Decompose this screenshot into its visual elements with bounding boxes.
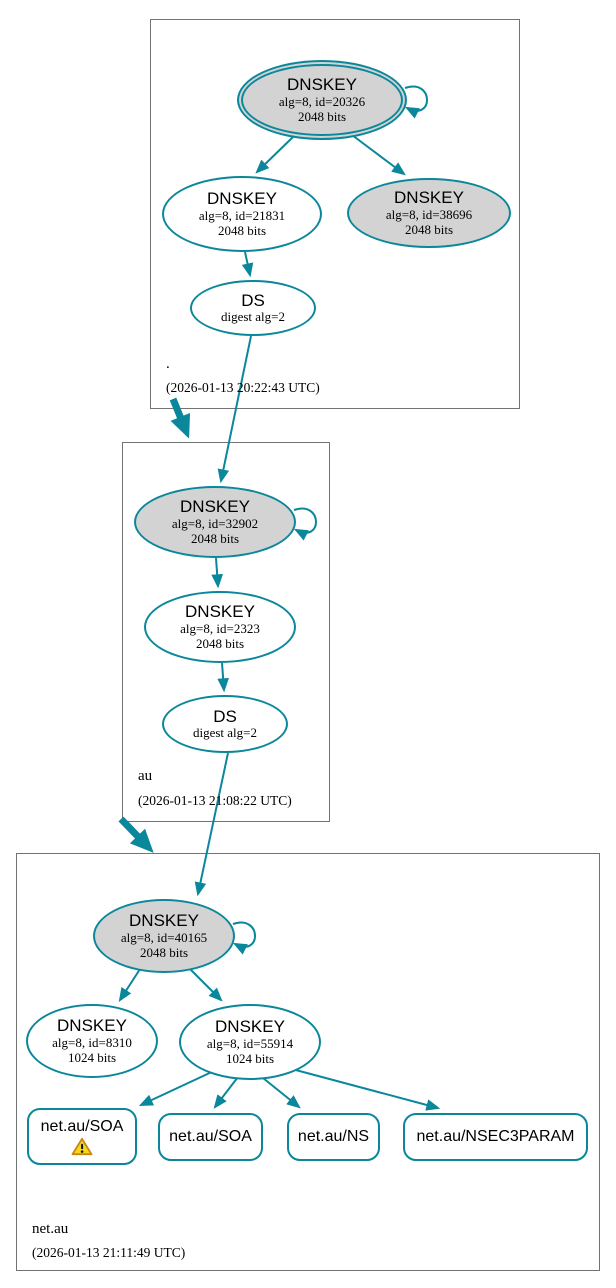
- dnskey-20326-node[interactable]: DNSKEY alg=8, id=20326 2048 bits: [237, 60, 407, 140]
- rrset-label: net.au/SOA: [169, 1128, 252, 1145]
- node-detail: 2048 bits: [139, 944, 189, 960]
- zone-timestamp-au: (2026-01-13 21:08:22 UTC): [138, 793, 292, 808]
- zone-timestamp-root: (2026-01-13 20:22:43 UTC): [166, 380, 320, 395]
- node-title: DNSKEY: [215, 1017, 285, 1037]
- node-title: DNSKEY: [180, 497, 250, 517]
- dnskey-8310-node[interactable]: DNSKEY alg=8, id=8310 1024 bits: [26, 1004, 158, 1078]
- node-title: DNSKEY: [207, 189, 277, 209]
- node-title: DNSKEY: [129, 911, 199, 931]
- node-detail: alg=8, id=8310: [52, 1034, 132, 1050]
- rrset-label: net.au/SOA: [40, 1117, 124, 1135]
- dnskey-55914-node[interactable]: DNSKEY alg=8, id=55914 1024 bits: [179, 1004, 321, 1080]
- node-title: DNSKEY: [57, 1016, 127, 1036]
- rrset-label: net.au/NSEC3PARAM: [416, 1128, 575, 1145]
- zone-label-netau: net.au: [32, 1221, 69, 1237]
- node-detail: alg=8, id=20326: [278, 93, 366, 109]
- node-title: DNSKEY: [394, 188, 464, 208]
- node-detail: 2048 bits: [195, 635, 245, 651]
- dnskey-32902-node[interactable]: DNSKEY alg=8, id=32902 2048 bits: [134, 486, 296, 558]
- node-detail: digest alg=2: [220, 309, 286, 325]
- delegation-arrow-au-to-netau: [118, 816, 154, 853]
- rrset-netau-nsec3param[interactable]: net.au/NSEC3PARAM: [403, 1113, 588, 1161]
- node-detail: 2048 bits: [297, 108, 347, 124]
- warning-icon: [71, 1137, 93, 1155]
- node-detail: 1024 bits: [225, 1050, 275, 1066]
- zone-cluster-root: [150, 19, 520, 409]
- node-detail: 2048 bits: [217, 222, 267, 238]
- dnskey-2323-node[interactable]: DNSKEY alg=8, id=2323 2048 bits: [144, 591, 296, 663]
- node-detail: 1024 bits: [67, 1049, 117, 1065]
- node-detail: alg=8, id=2323: [180, 620, 260, 636]
- dnskey-21831-node[interactable]: DNSKEY alg=8, id=21831 2048 bits: [162, 176, 322, 252]
- node-detail: alg=8, id=38696: [385, 206, 473, 222]
- node-title: DNSKEY: [287, 75, 357, 95]
- rrset-label: net.au/NS: [297, 1128, 370, 1145]
- node-title: DS: [213, 706, 237, 726]
- dnskey-40165-node[interactable]: DNSKEY alg=8, id=40165 2048 bits: [93, 899, 235, 973]
- rrset-netau-ns[interactable]: net.au/NS: [287, 1113, 380, 1161]
- node-detail: alg=8, id=21831: [198, 207, 286, 223]
- zone-timestamp-netau: (2026-01-13 21:11:49 UTC): [32, 1245, 186, 1260]
- dnskey-38696-node[interactable]: DNSKEY alg=8, id=38696 2048 bits: [347, 178, 511, 248]
- rrset-netau-soa[interactable]: net.au/SOA: [158, 1113, 263, 1161]
- node-title: DNSKEY: [185, 602, 255, 622]
- zone-label-root: .: [166, 356, 170, 372]
- node-title: DS: [241, 290, 265, 310]
- rrset-netau-soa-warning[interactable]: net.au/SOA: [27, 1108, 137, 1165]
- node-detail: alg=8, id=40165: [120, 929, 208, 945]
- node-detail: 2048 bits: [190, 530, 240, 546]
- node-detail: alg=8, id=32902: [171, 515, 259, 531]
- zone-cluster-netau: [16, 853, 600, 1271]
- ds-root-node[interactable]: DS digest alg=2: [190, 280, 316, 336]
- node-detail: alg=8, id=55914: [206, 1035, 294, 1051]
- node-detail: 2048 bits: [404, 221, 454, 237]
- node-detail: digest alg=2: [192, 725, 258, 741]
- ds-au-node[interactable]: DS digest alg=2: [162, 695, 288, 753]
- zone-label-au: au: [138, 768, 153, 784]
